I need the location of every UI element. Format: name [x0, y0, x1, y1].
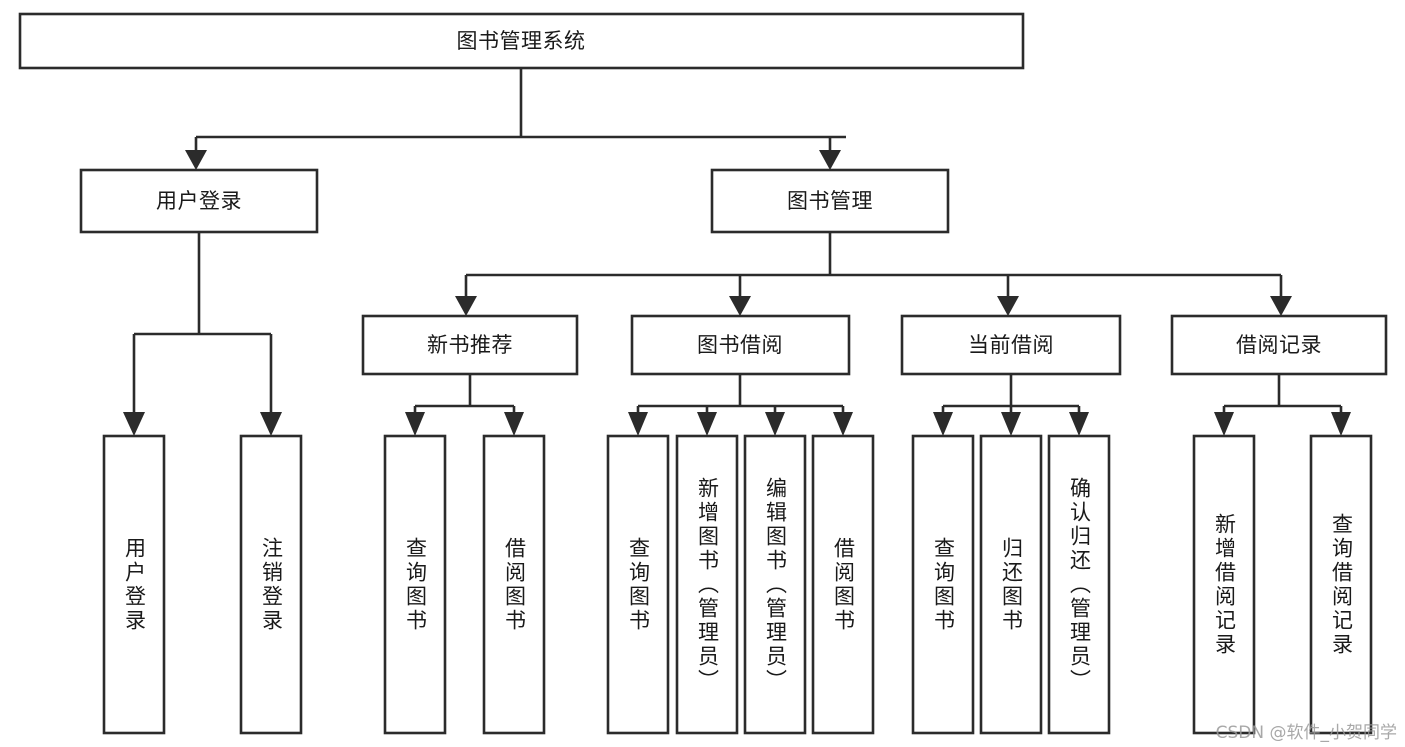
leaf-box-recommend-1[interactable] [383, 434, 447, 735]
connector-user-login-to-leaves [123, 232, 282, 436]
leaf-box-record-2[interactable] [1309, 434, 1373, 735]
leaf-box-user-login-1[interactable] [102, 434, 166, 735]
node-new-book-recommend-label: 新书推荐 [427, 333, 513, 357]
node-book-borrow-label: 图书借阅 [697, 333, 783, 357]
connector-borrow-record-to-leaves [1214, 374, 1351, 436]
leaf-box-current-3[interactable] [1047, 434, 1111, 735]
leaf-box-record-1[interactable] [1192, 434, 1256, 735]
leaf-box-borrow-3[interactable] [743, 434, 807, 735]
leaf-box-user-login-2[interactable] [239, 434, 303, 735]
leaf-box-borrow-1[interactable] [606, 434, 670, 735]
node-book-management[interactable]: 图书管理 [710, 168, 950, 234]
leaf-box-recommend-2[interactable] [482, 434, 546, 735]
node-book-management-label: 图书管理 [787, 189, 873, 213]
leaf-box-borrow-2[interactable] [675, 434, 739, 735]
node-user-login-label: 用户登录 [156, 189, 242, 213]
connector-book-borrow-to-leaves [628, 374, 853, 436]
node-current-borrow[interactable]: 当前借阅 [900, 314, 1122, 376]
node-current-borrow-label: 当前借阅 [968, 333, 1054, 357]
leaf-box-current-1[interactable] [911, 434, 975, 735]
node-root[interactable]: 图书管理系统 [18, 12, 1025, 70]
leaf-box-borrow-4[interactable] [811, 434, 875, 735]
node-book-borrow[interactable]: 图书借阅 [630, 314, 851, 376]
connector-root-to-level2 [185, 68, 846, 170]
connector-book-management-to-level3 [455, 232, 1292, 316]
node-new-book-recommend[interactable]: 新书推荐 [361, 314, 579, 376]
node-user-login[interactable]: 用户登录 [79, 168, 319, 234]
node-borrow-record-label: 借阅记录 [1236, 333, 1322, 357]
csdn-watermark: CSDN @软件_小贺同学 [1215, 723, 1397, 743]
node-borrow-record[interactable]: 借阅记录 [1170, 314, 1388, 376]
connector-current-borrow-to-leaves [933, 374, 1089, 436]
connector-new-book-recommend-to-leaves [405, 374, 524, 436]
node-root-label: 图书管理系统 [457, 29, 586, 53]
leaf-box-current-2[interactable] [979, 434, 1043, 735]
